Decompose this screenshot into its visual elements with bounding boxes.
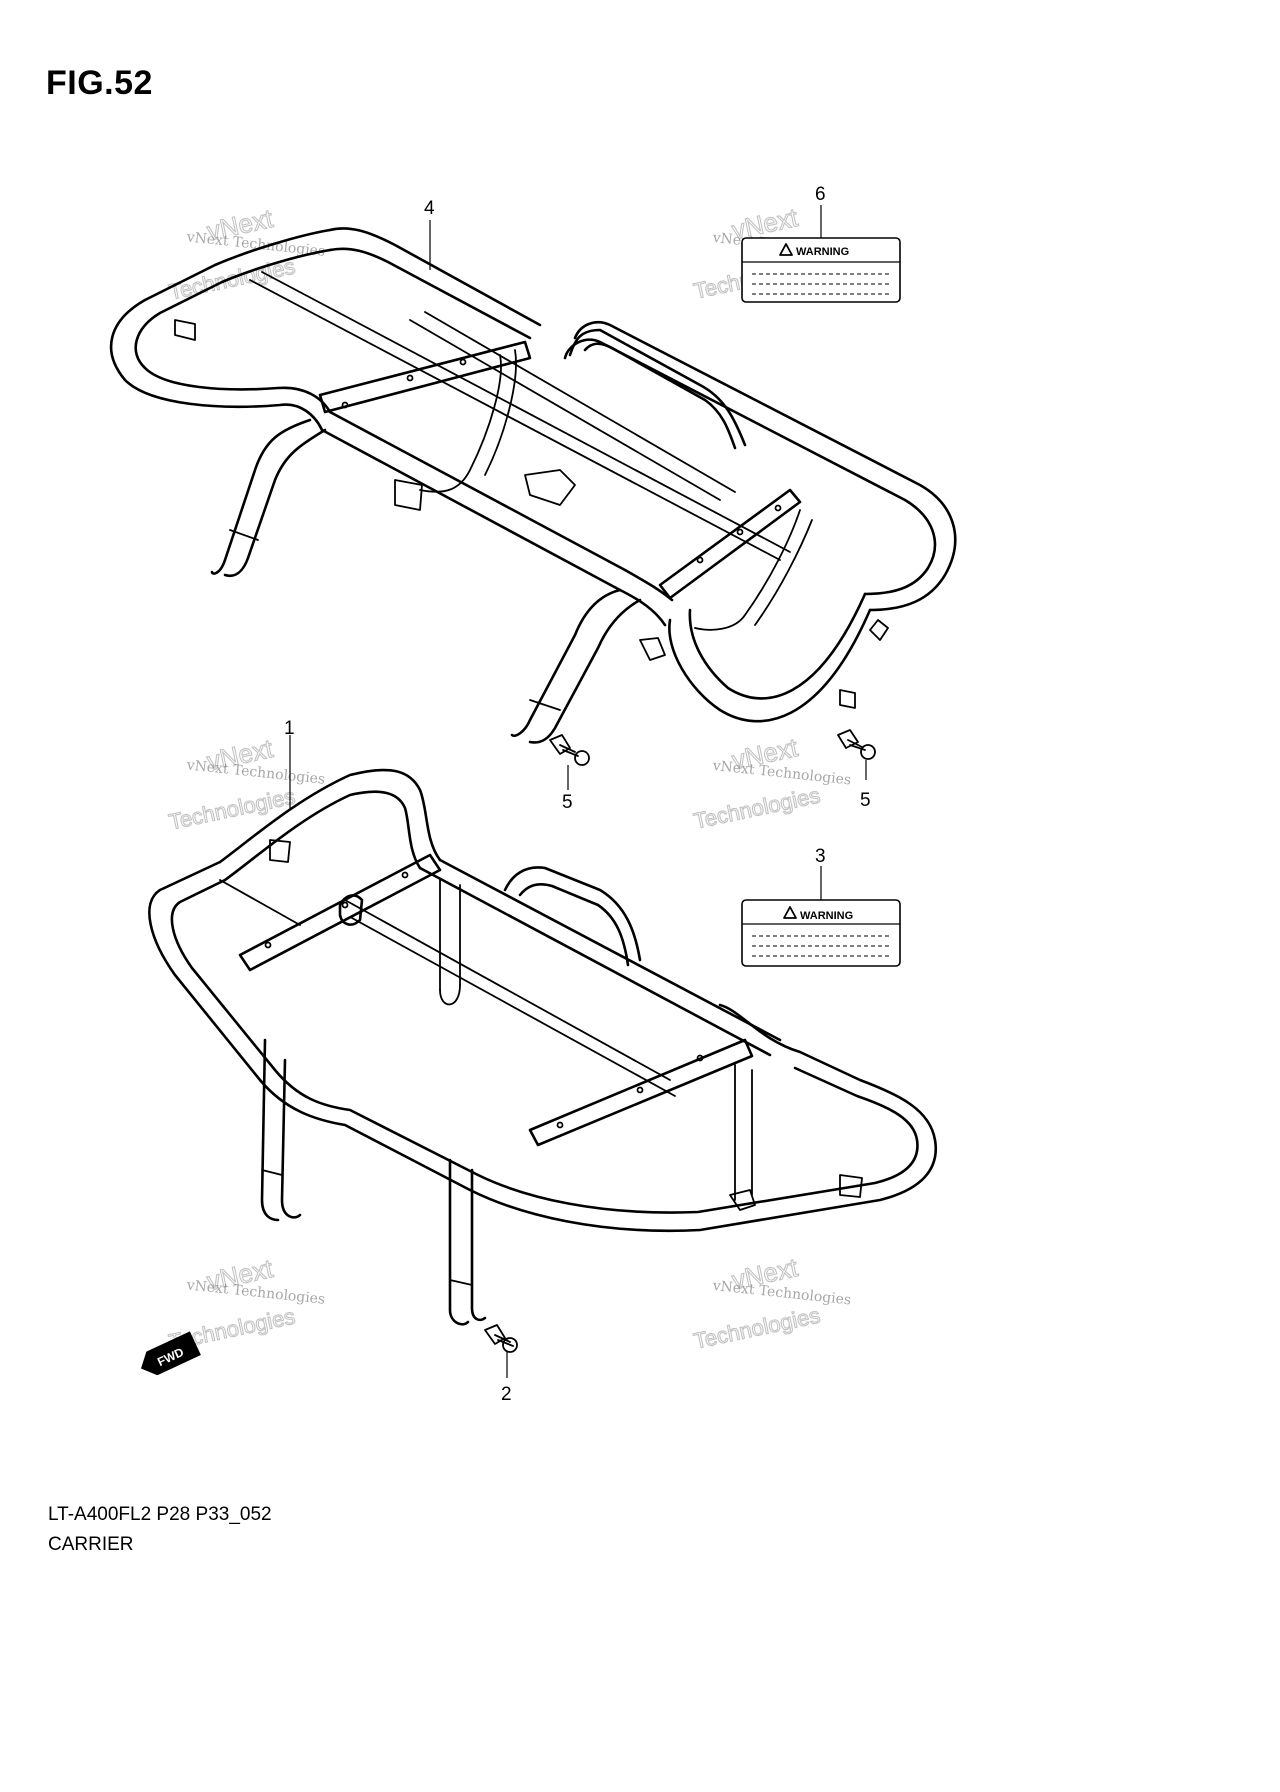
watermark-big-bottom: Technologies [167,784,298,835]
callout-5-right: 5 [860,760,871,811]
watermark-big-bottom: Technologies [691,782,822,833]
diagram-code: LT-A400FL2 P28 P33_052 [48,1504,272,1525]
callout-2: 2 [501,1352,512,1405]
callout-4: 4 [424,198,435,270]
warning-label-part-6: WARNING [741,237,901,303]
callout-number: 5 [562,792,573,813]
warning-label-text: WARNING [796,246,849,258]
callout-number: 1 [284,718,295,739]
bolt-part-5-right [837,729,876,760]
callout-3: 3 [815,846,826,900]
callout-number: 6 [815,184,826,205]
callout-number: 4 [424,198,435,219]
callout-6: 6 [815,184,826,238]
callout-number: 2 [501,1384,512,1405]
callout-number: 3 [815,846,826,867]
rear-carrier-part-1 [148,768,938,1326]
watermark-big-bottom: Technologies [691,1302,822,1353]
bolt-part-5-left [549,734,590,766]
figure-title: FIG.52 [46,64,153,102]
front-carrier-part-4 [109,227,957,744]
callout-5-left: 5 [562,765,573,813]
callout-1: 1 [284,718,295,810]
warning-label-text: WARNING [800,910,853,922]
callout-number: 5 [860,790,871,811]
diagram-name: CARRIER [48,1534,134,1555]
bolt-part-2 [484,1324,518,1353]
warning-label-part-3: WARNING [741,899,901,967]
